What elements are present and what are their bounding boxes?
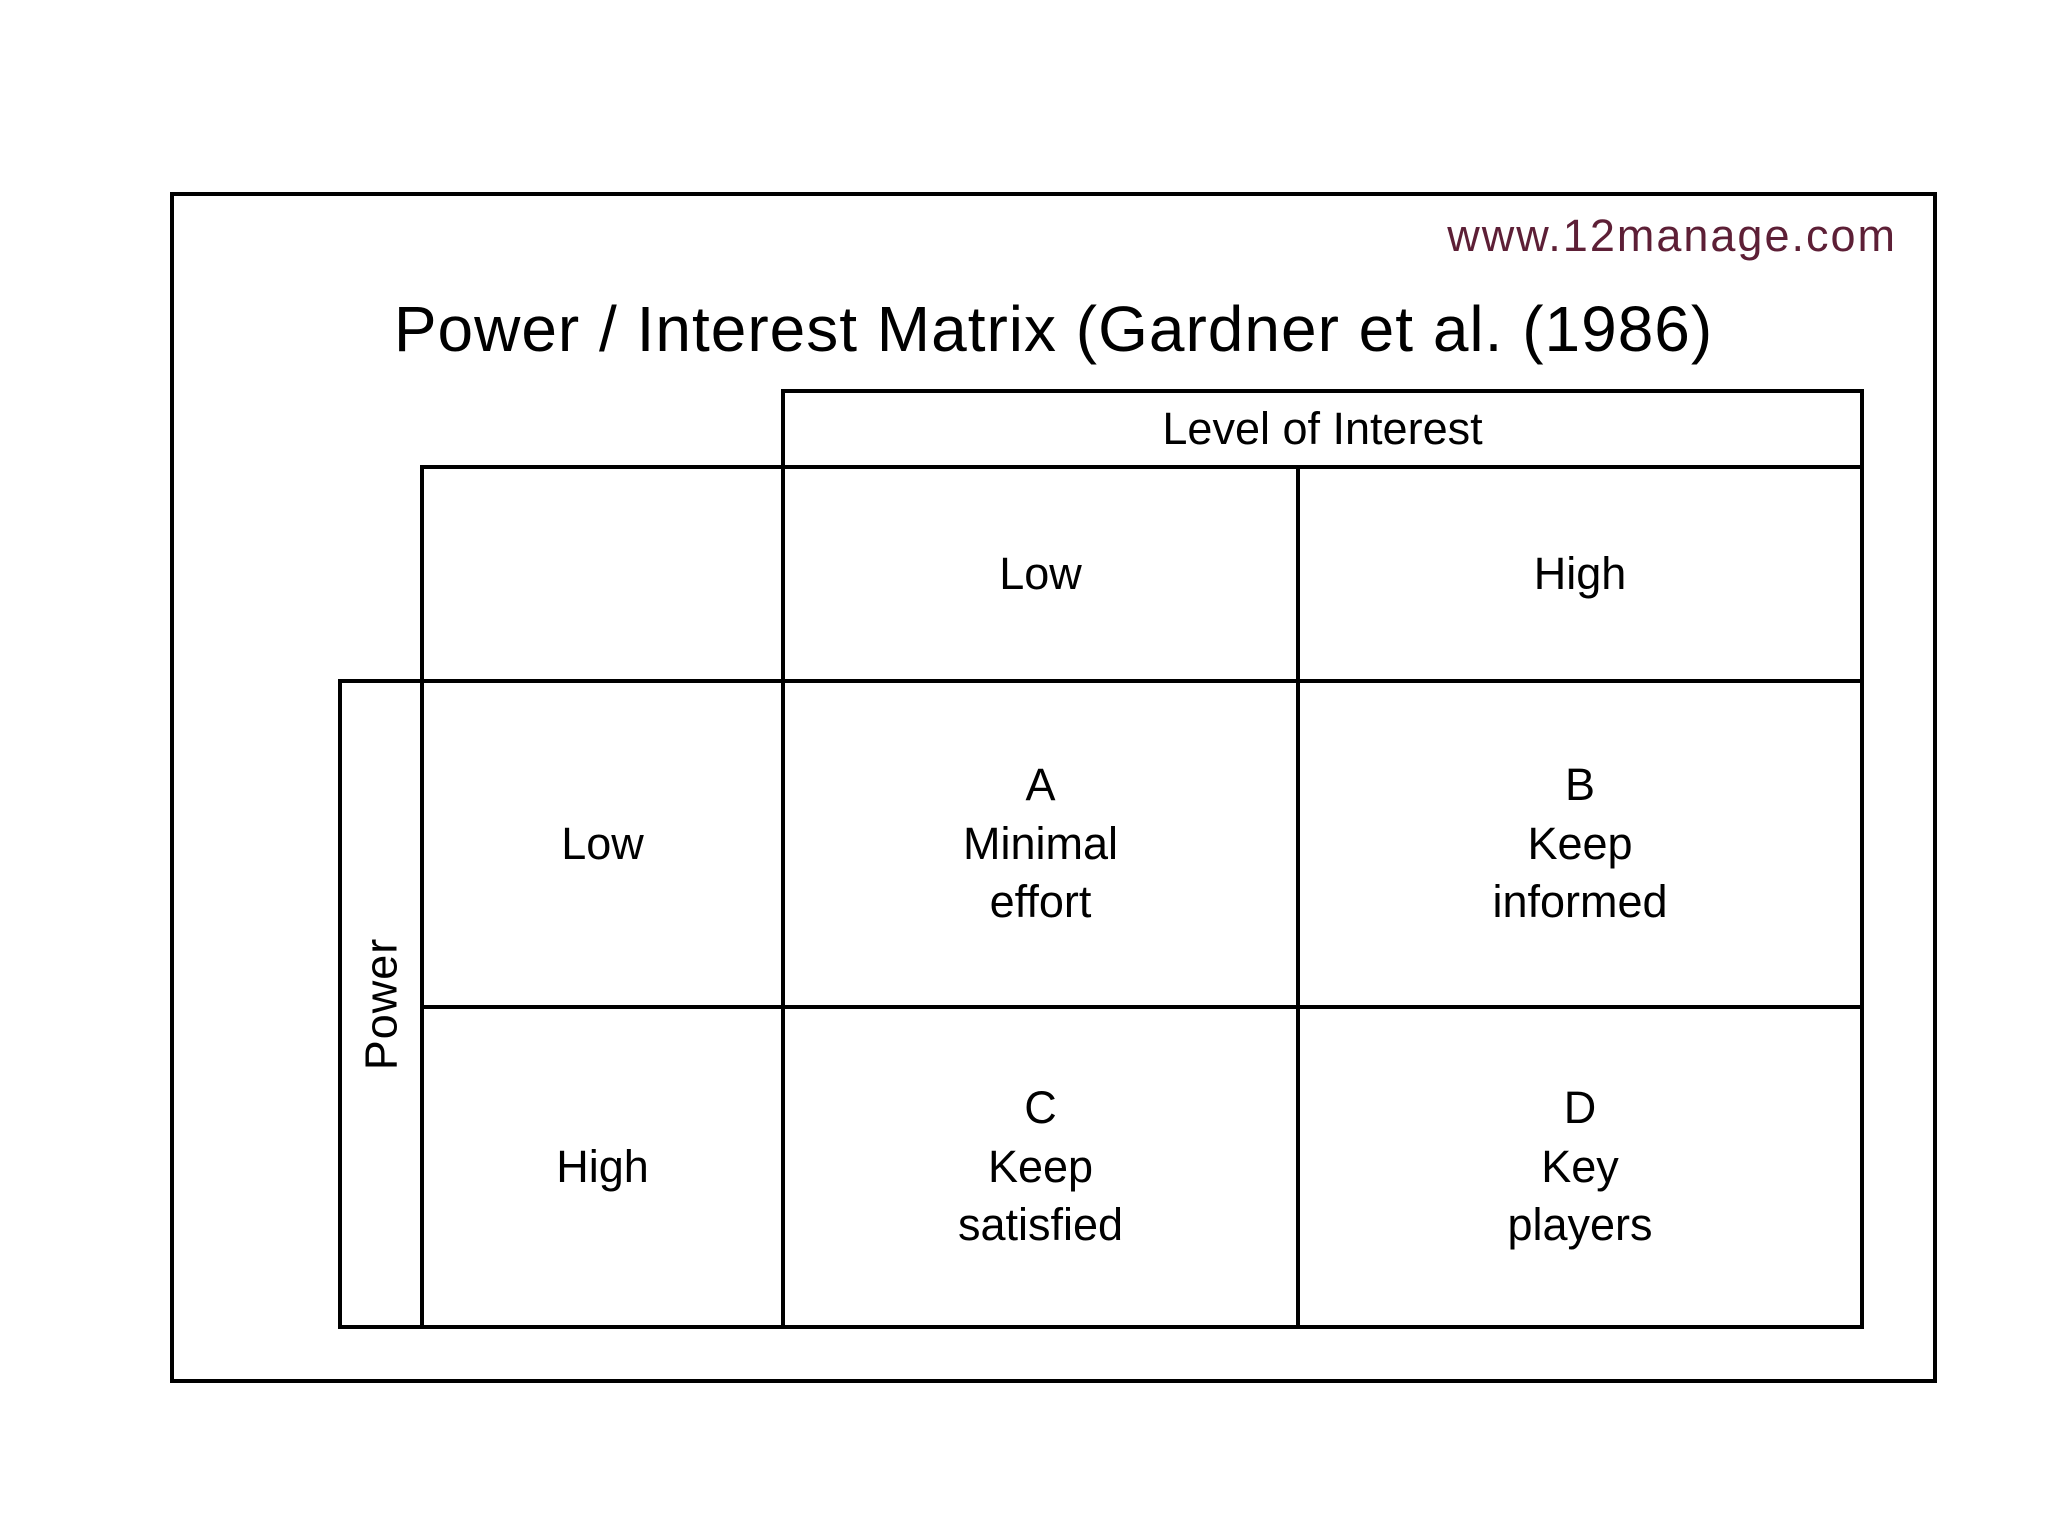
column-header-high: High xyxy=(1300,469,1860,679)
quadrant-c: C Keep satisfied xyxy=(785,1009,1296,1325)
row-header-high: High xyxy=(424,1009,781,1325)
matrix-body: Low A Minimal effort B Keep informed Hig… xyxy=(420,679,1864,1329)
diagram-border: www.12manage.com Power / Interest Matrix… xyxy=(170,192,1937,1383)
quadrant-a-line1: Minimal xyxy=(962,817,1119,869)
quadrant-d-line1: Key xyxy=(1541,1140,1619,1192)
quadrant-a-letter: A xyxy=(1025,759,1056,811)
quadrant-b-line1: Keep xyxy=(1527,817,1633,869)
column-header-low: Low xyxy=(785,469,1296,679)
quadrant-b: B Keep informed xyxy=(1300,683,1860,1005)
row-axis-label-box: Power xyxy=(338,679,424,1329)
quadrant-a-line2: effort xyxy=(989,876,1092,928)
column-axis-label: Level of Interest xyxy=(1162,403,1483,454)
diagram-title: Power / Interest Matrix (Gardner et al. … xyxy=(393,293,1714,365)
column-header-row: Low High xyxy=(420,465,1864,683)
quadrant-d-letter: D xyxy=(1563,1082,1597,1134)
quadrant-d-line2: players xyxy=(1507,1199,1653,1251)
row-axis-label: Power xyxy=(355,937,406,1071)
quadrant-c-letter: C xyxy=(1024,1082,1057,1134)
corner-cell xyxy=(424,469,781,679)
quadrant-b-letter: B xyxy=(1564,759,1595,811)
row-header-low: Low xyxy=(424,683,781,1005)
quadrant-d: D Key players xyxy=(1300,1009,1860,1325)
watermark: www.12manage.com xyxy=(1447,210,1897,261)
quadrant-a: A Minimal effort xyxy=(785,683,1296,1005)
column-axis-label-box: Level of Interest xyxy=(781,389,1864,469)
quadrant-c-line1: Keep xyxy=(987,1140,1094,1192)
quadrant-b-line2: informed xyxy=(1492,876,1668,928)
quadrant-c-line2: satisfied xyxy=(957,1199,1124,1251)
